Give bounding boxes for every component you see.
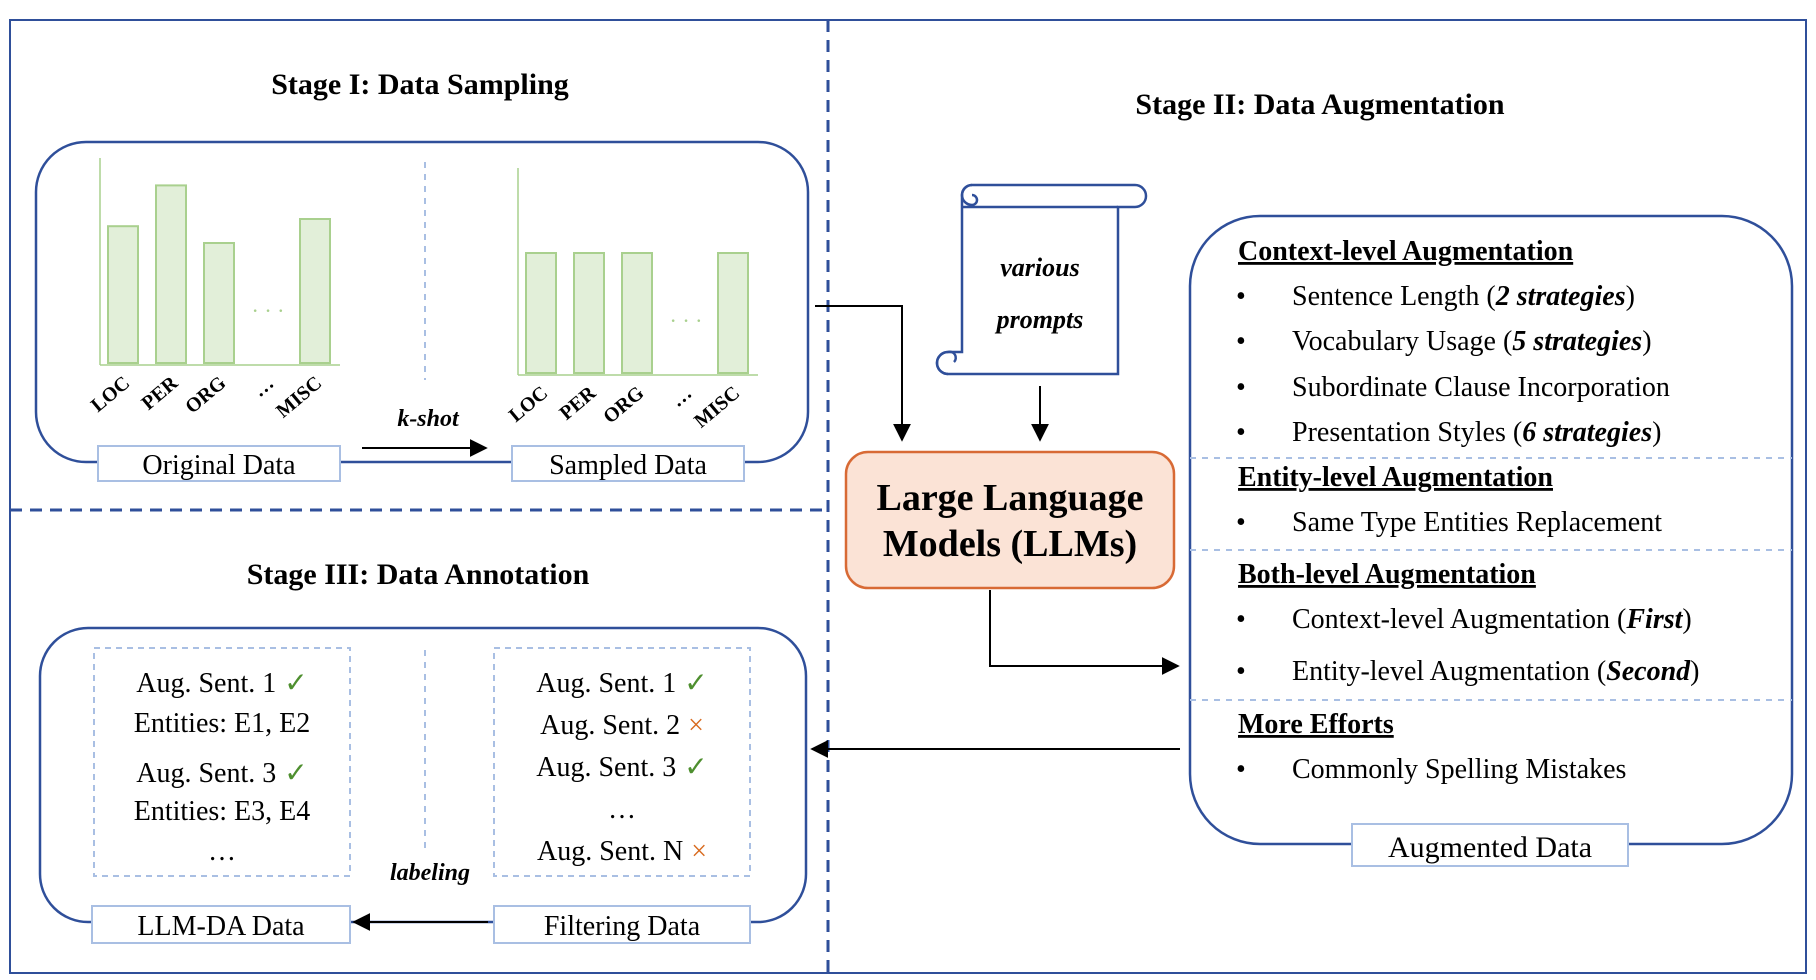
list-item: Aug. Sent. 1✓: [136, 668, 307, 699]
sampled-tick-label: LOC: [505, 382, 552, 427]
llm-line1: Large Language: [876, 477, 1143, 519]
llmda-data-label-box: [91, 905, 351, 944]
section-item: Entity-level Augmentation (Second): [1292, 656, 1699, 687]
filtering-data-label: Filtering Data: [544, 911, 701, 942]
sampled-bar-misc: [717, 252, 749, 374]
list-item: Aug. Sent. 3✓: [536, 752, 707, 783]
bullet: •: [1236, 507, 1246, 538]
labeling-label: labeling: [390, 860, 470, 886]
list-item: Aug. Sent. 3✓: [136, 758, 307, 789]
stage1-title: Stage I: Data Sampling: [271, 68, 569, 101]
section-heading-both: Both-level Augmentation: [1238, 559, 1536, 590]
sampled-tick-label: …: [667, 382, 696, 412]
list-item: Entities: E3, E4: [134, 796, 311, 827]
list-item: Aug. Sent. N×: [537, 836, 707, 867]
filtering-list-box: [493, 647, 751, 877]
sampled-tick-label: ORG: [599, 382, 648, 428]
original-tick-label: LOC: [87, 372, 134, 417]
sampled-ellipsis: · · ·: [670, 308, 703, 333]
original-bar-misc: [299, 218, 331, 364]
list-item: …: [608, 794, 636, 825]
original-tick-label: ORG: [181, 372, 230, 418]
original-tick-label: MISC: [272, 372, 326, 422]
original-bar-loc: [107, 225, 139, 364]
prompts-scroll-icon: [935, 183, 1148, 376]
section-item: Context-level Augmentation (First): [1292, 604, 1692, 635]
sampled-tick-label: MISC: [690, 382, 744, 432]
original-tick-label: …: [249, 372, 278, 402]
scroll-line1: various: [1000, 253, 1079, 282]
sampling-panel: [34, 140, 810, 464]
llmda-data-label: LLM-DA Data: [137, 911, 305, 942]
list-item: Aug. Sent. 1✓: [536, 668, 707, 699]
bullet: •: [1236, 417, 1246, 448]
original-bar-org: [203, 242, 235, 364]
section-heading-context: Context-level Augmentation: [1238, 236, 1574, 267]
llm-line2: Models (LLMs): [883, 523, 1137, 565]
augmented-data-label: Augmented Data: [1388, 831, 1592, 864]
augmented-data-label-box: [1351, 823, 1629, 867]
filtering-data-label-box: [493, 905, 751, 944]
original-ellipsis: · · ·: [252, 298, 285, 323]
section-item: Commonly Spelling Mistakes: [1292, 754, 1626, 785]
llm-to-augmented-arrow: [989, 590, 1180, 675]
bullet: •: [1236, 326, 1246, 357]
sampled-bar-loc: [525, 252, 557, 374]
original-bar-per: [155, 184, 187, 364]
bullet: •: [1236, 372, 1246, 403]
scroll-line2: prompts: [995, 305, 1084, 334]
section-item: Presentation Styles (6 strategies): [1292, 417, 1661, 448]
section-item: Subordinate Clause Incorporation: [1292, 372, 1670, 403]
section-heading-entity: Entity-level Augmentation: [1238, 462, 1553, 493]
original-data-label-box: [97, 445, 341, 482]
bullet: •: [1236, 604, 1246, 635]
sampled-to-llm-arrow: [815, 305, 911, 442]
bullet: •: [1236, 281, 1246, 312]
bullet: •: [1236, 754, 1246, 785]
sampled-bar-per: [573, 252, 605, 374]
bullet: •: [1236, 656, 1246, 687]
llmda-list-box: [93, 647, 351, 877]
llm-box: [844, 450, 1176, 590]
stage3-title: Stage III: Data Annotation: [247, 558, 590, 591]
list-item: Aug. Sent. 2×: [540, 710, 704, 741]
list-item: …: [208, 836, 236, 867]
section-heading-more: More Efforts: [1238, 709, 1394, 740]
kshot-label: k-shot: [397, 406, 460, 432]
section-item: Sentence Length (2 strategies): [1292, 281, 1635, 312]
sampled-bar-org: [621, 252, 653, 374]
sampled-data-label: Sampled Data: [549, 450, 707, 481]
stage2-title: Stage II: Data Augmentation: [1135, 88, 1504, 121]
sampled-data-label-box: [511, 445, 745, 482]
sampled-tick-label: PER: [555, 382, 600, 425]
original-data-label: Original Data: [142, 450, 296, 481]
section-item: Same Type Entities Replacement: [1292, 507, 1662, 538]
outer-frame: [9, 19, 1807, 974]
section-item: Vocabulary Usage (5 strategies): [1292, 326, 1652, 357]
list-item: Entities: E1, E2: [134, 708, 311, 739]
original-tick-label: PER: [137, 372, 182, 415]
